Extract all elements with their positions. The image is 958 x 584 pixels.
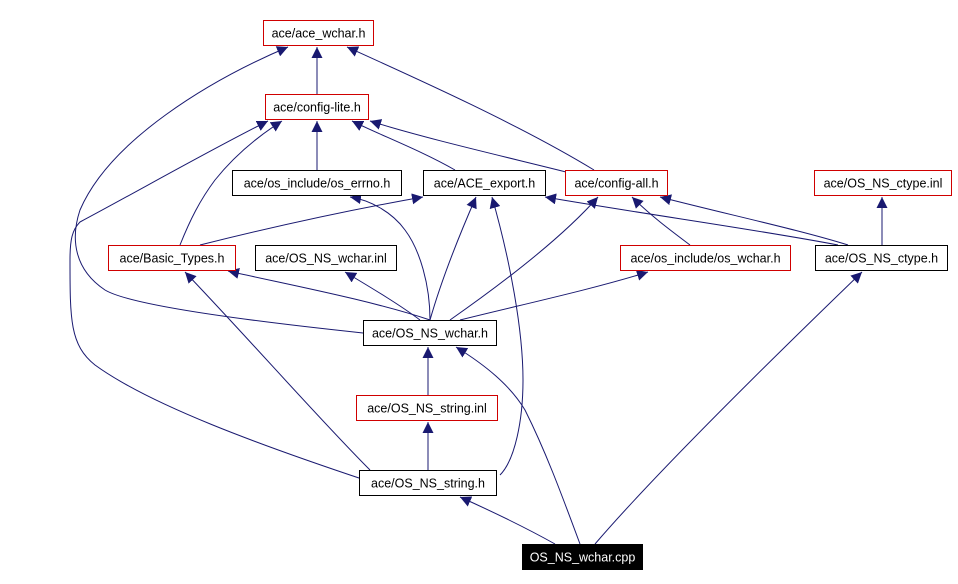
node-basic-types[interactable]: ace/Basic_Types.h bbox=[108, 245, 236, 271]
node-label: ace/config-lite.h bbox=[273, 101, 361, 115]
node-box bbox=[265, 94, 369, 120]
node-box bbox=[815, 245, 948, 271]
node-ctype-h[interactable]: ace/OS_NS_ctype.h bbox=[815, 245, 948, 271]
node-label: ace/Basic_Types.h bbox=[120, 252, 225, 266]
node-wchar-h[interactable]: ace/OS_NS_wchar.h bbox=[363, 320, 497, 346]
node-layer: ace/ace_wchar.h ace/config-lite.h ace/os_i… bbox=[108, 20, 952, 570]
edge-ctype_h-to-config_all bbox=[659, 194, 849, 246]
node-box bbox=[359, 470, 497, 496]
edge-wchar_h-to-os_wchar bbox=[459, 270, 649, 321]
node-label: ace/os_include/os_wchar.h bbox=[630, 252, 780, 266]
node-label: ace/OS_NS_ctype.inl bbox=[824, 177, 943, 191]
node-box bbox=[620, 245, 791, 271]
node-box bbox=[522, 544, 643, 570]
edge-wchar_cpp-to-wchar_h bbox=[455, 346, 581, 545]
node-box bbox=[263, 20, 374, 46]
node-label: ace/OS_NS_string.inl bbox=[367, 402, 487, 416]
edge-wchar_h-to-basic_types bbox=[227, 268, 431, 321]
edge-wchar_h-to-os_errno bbox=[349, 193, 431, 321]
node-box bbox=[108, 245, 236, 271]
node-label: ace/OS_NS_ctype.h bbox=[825, 252, 938, 266]
edge-config_all-to-config_lite bbox=[369, 119, 591, 179]
node-box bbox=[814, 170, 952, 196]
node-label: ace/OS_NS_string.h bbox=[371, 477, 485, 491]
node-string-h[interactable]: ace/OS_NS_string.h bbox=[359, 470, 497, 496]
edge-wchar_h-to-ace_export bbox=[429, 196, 477, 321]
node-ace-export[interactable]: ace/ACE_export.h bbox=[423, 170, 546, 196]
node-os-wchar[interactable]: ace/os_include/os_wchar.h bbox=[620, 245, 791, 271]
edge-wchar_cpp-to-string_h bbox=[459, 496, 556, 545]
node-label: ace/ace_wchar.h bbox=[272, 27, 366, 41]
edge-wchar_h-to-ace_wchar bbox=[74, 46, 364, 334]
edge-config_all-to-ace_wchar bbox=[346, 46, 595, 171]
edge-string_h-to-config_lite bbox=[69, 120, 366, 481]
edge-layer bbox=[69, 46, 888, 545]
node-label: ace/os_include/os_errno.h bbox=[244, 177, 391, 191]
edge-ace_export-to-config_lite bbox=[351, 120, 456, 171]
node-box bbox=[565, 170, 668, 196]
edge-wchar_cpp-to-ctype_h bbox=[594, 271, 863, 545]
edge-string_h-to-ace_export bbox=[489, 196, 524, 476]
edge-wchar_h-to-wchar_inl bbox=[344, 271, 421, 321]
node-label: ace/ACE_export.h bbox=[434, 177, 535, 191]
node-box bbox=[423, 170, 546, 196]
node-box bbox=[232, 170, 402, 196]
node-box bbox=[363, 320, 497, 346]
node-label: ace/config-all.h bbox=[574, 177, 658, 191]
edge-basic_types-to-ace_export bbox=[199, 193, 424, 246]
node-ctype-inl[interactable]: ace/OS_NS_ctype.inl bbox=[814, 170, 952, 196]
node-os-errno[interactable]: ace/os_include/os_errno.h bbox=[232, 170, 402, 196]
node-ace-wchar[interactable]: ace/ace_wchar.h bbox=[263, 20, 374, 46]
node-label: ace/OS_NS_wchar.inl bbox=[265, 252, 387, 266]
node-config-all[interactable]: ace/config-all.h bbox=[565, 170, 668, 196]
edge-os_wchar-to-config_all bbox=[631, 196, 691, 246]
edge-string_h-to-basic_types bbox=[184, 271, 371, 471]
node-string-inl[interactable]: ace/OS_NS_string.inl bbox=[356, 395, 498, 421]
node-box bbox=[356, 395, 498, 421]
edge-wchar_h-to-config_all bbox=[449, 196, 599, 321]
node-wchar-inl[interactable]: ace/OS_NS_wchar.inl bbox=[255, 245, 397, 271]
node-label: ace/OS_NS_wchar.h bbox=[372, 327, 488, 341]
edge-basic_types-to-config_lite bbox=[179, 120, 283, 246]
node-box bbox=[255, 245, 397, 271]
node-config-lite[interactable]: ace/config-lite.h bbox=[265, 94, 369, 120]
node-wchar-cpp[interactable]: OS_NS_wchar.cpp bbox=[522, 544, 643, 570]
edge-ctype_h-to-ace_export bbox=[544, 193, 839, 246]
node-label: OS_NS_wchar.cpp bbox=[530, 551, 636, 565]
